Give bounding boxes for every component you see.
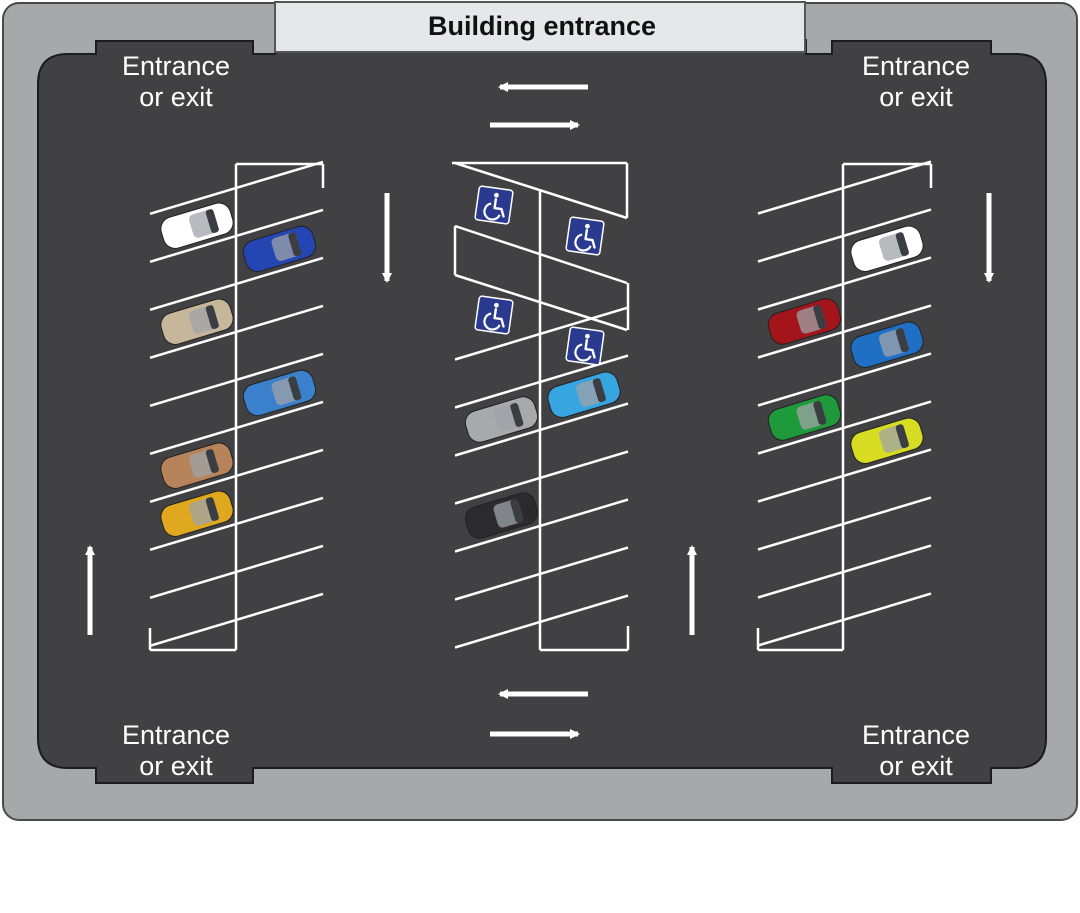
exit-bottom-left-line1: Entrance xyxy=(122,720,230,750)
exit-top-right-line2: or exit xyxy=(879,82,953,112)
exit-bottom-right-line2: or exit xyxy=(879,751,953,781)
stall-stripe xyxy=(149,592,324,647)
exit-top-right-line1: Entrance xyxy=(862,51,970,81)
stall-stripe xyxy=(757,496,932,551)
wheelchair-icon xyxy=(473,184,515,226)
stall-stripe xyxy=(454,450,629,505)
exit-bottom-right-line1: Entrance xyxy=(862,720,970,750)
car-icon xyxy=(160,298,234,345)
stall-stripe xyxy=(454,498,629,553)
car-icon xyxy=(160,490,234,537)
stall-stripe xyxy=(454,594,629,649)
stall-stripe xyxy=(757,304,932,359)
stall-stripe xyxy=(149,208,324,263)
parking-row-right xyxy=(756,162,933,652)
exit-bottom-left-line2: or exit xyxy=(139,751,213,781)
exit-top-left-line1: Entrance xyxy=(122,51,230,81)
stall-stripe xyxy=(454,546,629,601)
stall-stripe xyxy=(454,273,628,332)
stall-stripe xyxy=(149,256,324,311)
wheelchair-icon xyxy=(564,325,606,367)
exit-top-left-line2: or exit xyxy=(139,82,213,112)
stall-stripe xyxy=(149,448,324,503)
car-icon xyxy=(160,202,234,249)
stall-stripe xyxy=(149,160,324,215)
car-icon xyxy=(464,396,539,443)
stall-stripe xyxy=(149,352,324,407)
car-icon xyxy=(850,225,924,273)
car-icon xyxy=(464,492,539,539)
building-entrance-label: Building entrance xyxy=(428,11,656,41)
car-icon xyxy=(242,225,317,273)
stall-stripe xyxy=(149,544,324,599)
stall-stripe xyxy=(149,400,324,455)
parking-row-left xyxy=(148,162,325,652)
stall-stripe xyxy=(757,400,932,455)
car-icon xyxy=(547,371,621,419)
car-icon xyxy=(767,394,842,441)
stall-stripe xyxy=(454,402,629,457)
wheelchair-icon xyxy=(473,294,515,336)
car-icon xyxy=(850,417,924,465)
stall-stripe xyxy=(757,256,932,311)
car-icon xyxy=(160,442,234,489)
building-entrance xyxy=(274,1,806,53)
stall-stripe xyxy=(454,306,629,361)
stall-stripe xyxy=(757,160,932,215)
stall-stripe xyxy=(454,224,628,285)
stall-stripe xyxy=(149,304,324,359)
car-icon xyxy=(850,321,924,369)
stall-stripe xyxy=(757,544,932,599)
asphalt-surface xyxy=(37,39,1047,784)
stall-stripe xyxy=(149,496,324,551)
car-icon xyxy=(767,298,842,345)
stall-stripe xyxy=(757,448,932,503)
wheelchair-icon xyxy=(564,215,606,257)
stall-stripe xyxy=(757,592,932,647)
stall-stripe xyxy=(757,352,932,407)
car-icon xyxy=(242,369,317,417)
stall-stripe xyxy=(757,208,932,263)
